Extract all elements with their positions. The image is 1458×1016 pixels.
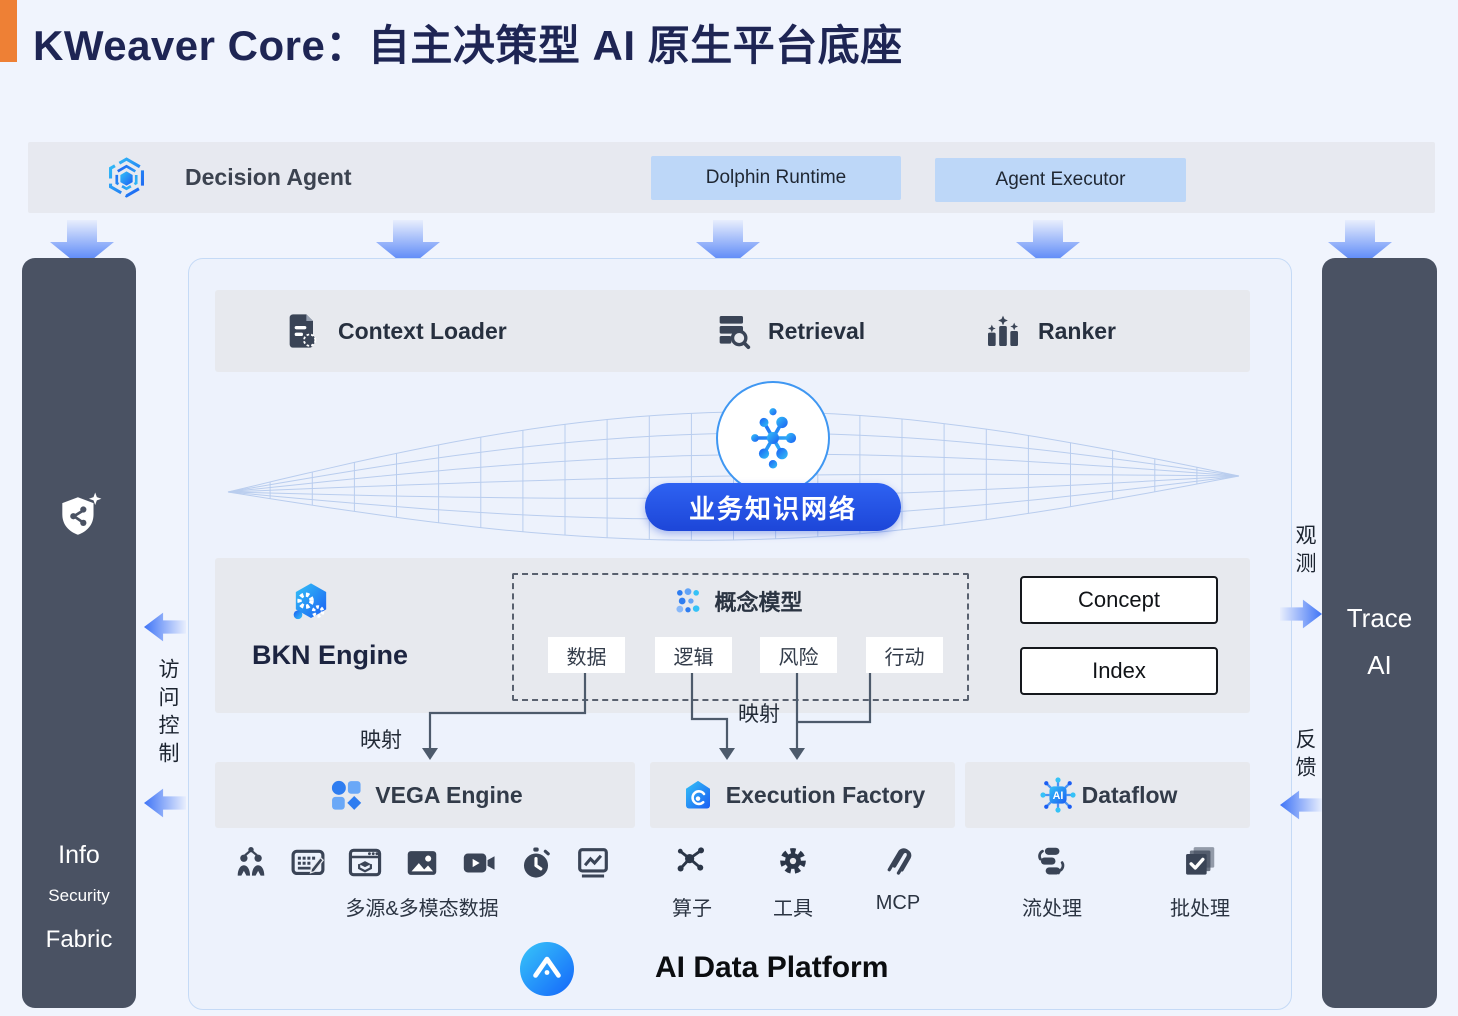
observe-arrow bbox=[1280, 597, 1322, 631]
trace-ai-column: Trace AI bbox=[1322, 258, 1437, 1008]
chip-action: 行动 bbox=[866, 637, 943, 673]
business-knowledge-network-badge: 业务知识网络 bbox=[645, 483, 901, 531]
decision-agent-bar: Decision Agent Dolphin Runtime Agent Exe… bbox=[28, 142, 1435, 213]
ranker-label: Ranker bbox=[1038, 317, 1116, 344]
left-column-line3: Fabric bbox=[45, 926, 113, 953]
security-shield-icon bbox=[55, 490, 105, 542]
page-title: KWeaver Core：自主决策型 AI 原生平台底座 bbox=[33, 22, 903, 69]
multimodal-icons bbox=[232, 842, 612, 882]
knowledge-graph-icon bbox=[737, 402, 809, 474]
chip-risk: 风险 bbox=[760, 637, 837, 673]
info-security-fabric-column: Info Security Fabric bbox=[22, 258, 136, 1008]
vega-engine-label: VEGA Engine bbox=[375, 781, 523, 808]
concept-model-dots-icon bbox=[674, 587, 702, 615]
feedback-label: 反馈 bbox=[1293, 728, 1316, 784]
mcp-icon bbox=[879, 842, 917, 880]
mapping-label-left: 映射 bbox=[360, 729, 402, 752]
execution-factory-icon bbox=[680, 777, 716, 813]
knowledge-network-hub bbox=[716, 381, 830, 495]
dolphin-runtime-button: Dolphin Runtime bbox=[651, 156, 901, 200]
context-loader-label: Context Loader bbox=[338, 317, 507, 344]
decision-agent-hexagon-icon bbox=[104, 155, 149, 200]
stream-processing-label: 流处理 bbox=[1022, 898, 1082, 920]
downward-flow-arrows bbox=[50, 220, 1392, 268]
loader-retrieval-ranker-panel: Context Loader Retrieval bbox=[215, 290, 1250, 372]
image-icon bbox=[403, 844, 441, 882]
left-column-line1: Info bbox=[58, 841, 100, 869]
ai-data-platform-label: AI Data Platform bbox=[655, 951, 889, 984]
keyboard-input-icon bbox=[289, 844, 327, 882]
retrieval-label: Retrieval bbox=[768, 317, 866, 344]
vega-engine-box: VEGA Engine bbox=[215, 762, 635, 828]
tool-item: 工具 bbox=[748, 842, 838, 921]
video-icon bbox=[460, 844, 498, 882]
access-control-arrow-bottom bbox=[144, 786, 186, 820]
operator-label: 算子 bbox=[672, 898, 712, 920]
stream-processing-icon bbox=[1033, 842, 1071, 880]
retrieval-item: Retrieval bbox=[713, 302, 865, 360]
chip-data: 数据 bbox=[548, 637, 625, 673]
mcp-label: MCP bbox=[875, 892, 921, 914]
right-column-line2: AI bbox=[1367, 650, 1392, 680]
dataflow-icon: AI bbox=[1038, 775, 1078, 815]
svg-text:AI: AI bbox=[1052, 790, 1063, 802]
mapping-label-right: 映射 bbox=[738, 703, 780, 726]
observe-label: 观测 bbox=[1293, 524, 1316, 580]
concept-model-box bbox=[512, 573, 969, 701]
operator-icon bbox=[673, 842, 711, 880]
multimodal-label: 多源&多模态数据 bbox=[345, 898, 499, 920]
access-control-arrow-top bbox=[144, 610, 186, 644]
stream-processing-item: 流处理 bbox=[1007, 842, 1097, 921]
bkn-engine-label: BKN Engine bbox=[251, 640, 408, 670]
operator-item: 算子 bbox=[647, 842, 737, 921]
title-accent-bar bbox=[0, 0, 17, 62]
batch-processing-item: 批处理 bbox=[1155, 842, 1245, 921]
decision-agent-label: Decision Agent bbox=[185, 164, 352, 190]
chip-logic: 逻辑 bbox=[655, 637, 732, 673]
collaboration-icon bbox=[232, 844, 270, 882]
access-control-label: 访问控制 bbox=[156, 658, 179, 770]
retrieval-icon bbox=[713, 310, 753, 352]
execution-factory-box: Execution Factory bbox=[650, 762, 955, 828]
ranker-item: Ranker bbox=[983, 302, 1116, 360]
mcp-item: MCP bbox=[853, 842, 943, 915]
dataflow-label: Dataflow bbox=[1081, 781, 1178, 808]
left-column-line2: Security bbox=[48, 886, 110, 905]
right-column-line1: Trace bbox=[1346, 603, 1413, 633]
timeseries-chart-icon bbox=[574, 844, 612, 882]
ranker-icon bbox=[983, 310, 1023, 352]
concept-model-label: 概念模型 bbox=[714, 590, 803, 615]
feedback-arrow bbox=[1280, 788, 1322, 822]
dataflow-box: AI Dataflow bbox=[965, 762, 1250, 828]
context-loader-icon bbox=[283, 310, 323, 352]
index-box: Index bbox=[1020, 647, 1218, 695]
execution-factory-label: Execution Factory bbox=[725, 781, 926, 808]
batch-processing-label: 批处理 bbox=[1170, 898, 1230, 920]
gear-icon bbox=[774, 842, 812, 880]
context-loader-item: Context Loader bbox=[283, 302, 507, 360]
stopwatch-icon bbox=[517, 844, 555, 882]
batch-processing-icon bbox=[1181, 842, 1219, 880]
concept-box: Concept bbox=[1020, 576, 1218, 624]
concept-model-header: 概念模型 bbox=[512, 585, 965, 617]
tool-label: 工具 bbox=[773, 898, 813, 920]
vega-engine-icon bbox=[327, 776, 365, 814]
agent-executor-button: Agent Executor bbox=[935, 158, 1186, 202]
bkn-engine-icon bbox=[285, 578, 337, 632]
structured-data-window-icon bbox=[346, 844, 384, 882]
ai-data-platform-logo bbox=[520, 942, 574, 996]
